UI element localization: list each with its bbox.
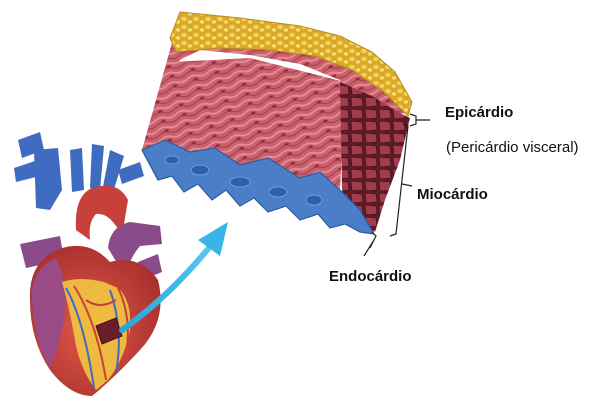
superior-vena-cava — [34, 148, 62, 210]
label-visceral-pericardium: (Pericárdio visceral) — [446, 139, 579, 157]
heart-illustration — [14, 132, 162, 396]
endocardium-bracket — [364, 232, 376, 256]
label-epicardium: Epicárdio — [445, 104, 513, 122]
vessel-right — [118, 162, 144, 184]
label-myocardium: Miocárdio — [417, 186, 488, 204]
label-endocardium: Endocárdio — [329, 268, 412, 286]
epicardium-bracket — [410, 114, 430, 126]
tissue-block — [142, 12, 412, 234]
